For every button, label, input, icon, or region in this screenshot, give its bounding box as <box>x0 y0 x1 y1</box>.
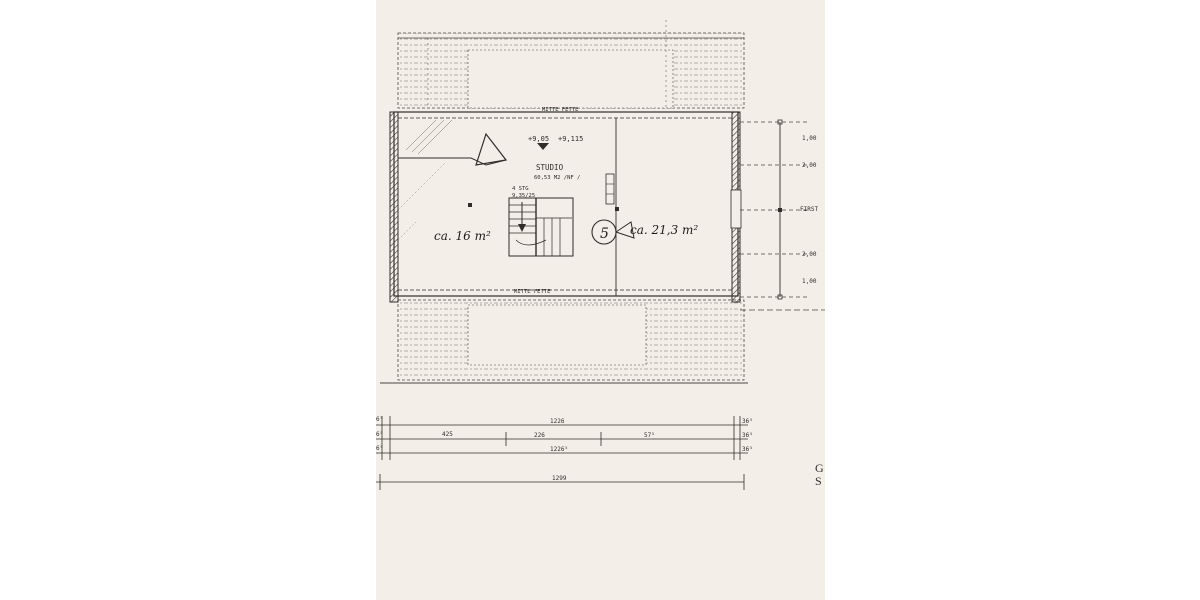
dimension-value: 226 <box>534 432 545 439</box>
level-mark: +9,05 <box>528 135 549 143</box>
edge-letter: G <box>815 461 824 475</box>
level-mark: +9,115 <box>558 135 583 143</box>
chimney-flue <box>605 173 615 205</box>
dimension-value: 1226 <box>550 418 565 425</box>
stairs-note: 9,35/25 <box>512 193 535 199</box>
dimension-value: 57⁵ <box>644 432 655 439</box>
staircase <box>508 197 574 257</box>
dimension-value: 6⁵ <box>376 445 383 452</box>
dimension-value: 6⁵ <box>376 431 383 438</box>
ridge-label-top: MITTE FETTE <box>542 107 578 113</box>
floor-plan: MITTE FETTE +9,05 +9,115 STUDIO 60,53 M2… <box>376 20 825 490</box>
side-label: 1,00 <box>802 278 817 285</box>
side-dimension-ladder <box>740 119 825 311</box>
roof-lower <box>380 299 748 384</box>
dimension-value: 6⁵ <box>376 416 383 423</box>
handwritten-area-left: ca. 16 m² <box>434 229 491 243</box>
dimension-value: 36⁵ <box>742 432 753 439</box>
room-name: STUDIO <box>536 163 564 172</box>
handwritten-room-number: 5 <box>600 226 609 242</box>
chimney-wall <box>398 157 507 166</box>
room-area: 60,53 M2 /NF / <box>534 175 580 181</box>
chimney <box>475 132 508 166</box>
dimension-lines <box>376 416 748 490</box>
level-marker-icon <box>537 143 549 150</box>
dimension-value: 36⁵ <box>742 418 753 425</box>
side-label: 2,00 <box>802 162 817 169</box>
edge-letter: S <box>815 474 822 488</box>
column-marker <box>615 207 619 211</box>
stairs-note: 4 STG <box>512 186 529 192</box>
side-label: FIRST <box>800 206 818 213</box>
window-right <box>730 189 742 229</box>
room-number-marker <box>591 219 635 245</box>
dimension-value: 1226⁵ <box>550 446 568 453</box>
side-label: 1,00 <box>802 135 817 142</box>
dimension-value: 425 <box>442 431 453 438</box>
handwritten-area-right: ca. 21,3 m² <box>630 223 698 237</box>
dimension-value: 1299 <box>552 475 567 482</box>
studio-room <box>389 111 742 303</box>
side-label: 2,00 <box>802 251 817 258</box>
wall-left <box>389 111 399 303</box>
column-marker <box>468 203 472 207</box>
dimension-value: 36⁵ <box>742 446 753 453</box>
ridge-label-bottom: MITTE FETTE <box>514 289 550 295</box>
roof-upper <box>397 20 745 109</box>
